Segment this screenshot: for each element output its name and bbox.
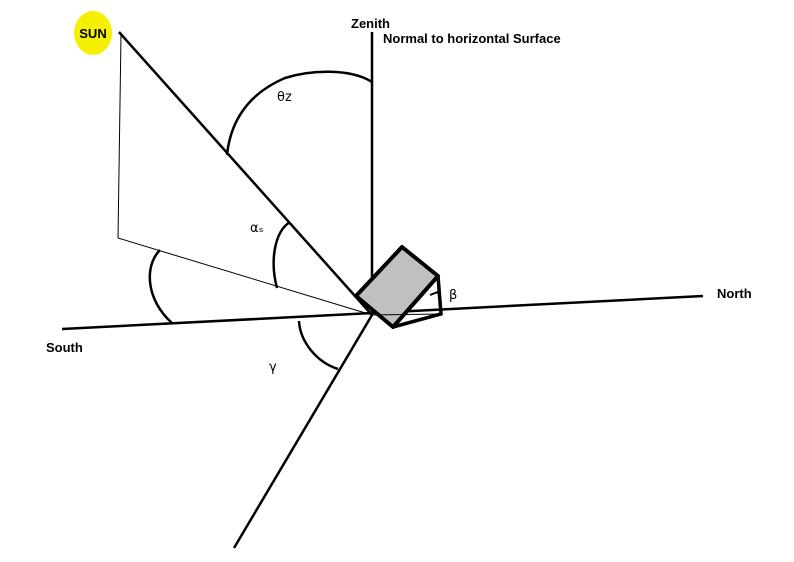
beta-arc xyxy=(429,290,441,300)
gamma-label: γ xyxy=(269,360,277,375)
south-label: South xyxy=(46,340,83,355)
alpha-s-arc xyxy=(272,220,291,289)
alpha-s-label: αₛ xyxy=(250,221,264,236)
gamma-arc xyxy=(297,320,339,371)
theta-z-label: θz xyxy=(277,90,292,105)
sun-ray-line xyxy=(118,31,373,316)
sun-label: SUN xyxy=(79,26,106,41)
zenith-label: Zenith xyxy=(351,16,390,31)
sun-circle xyxy=(74,11,112,55)
solar-azimuth-arc xyxy=(148,249,173,324)
sun-projection-vertical xyxy=(117,34,122,239)
panel-base-line xyxy=(371,313,442,316)
normal-label: Normal to horizontal Surface xyxy=(383,31,561,46)
beta-label: β xyxy=(449,288,457,303)
azimuth-line xyxy=(232,314,374,549)
theta-z-arc xyxy=(225,70,373,156)
north-label: North xyxy=(717,286,752,301)
